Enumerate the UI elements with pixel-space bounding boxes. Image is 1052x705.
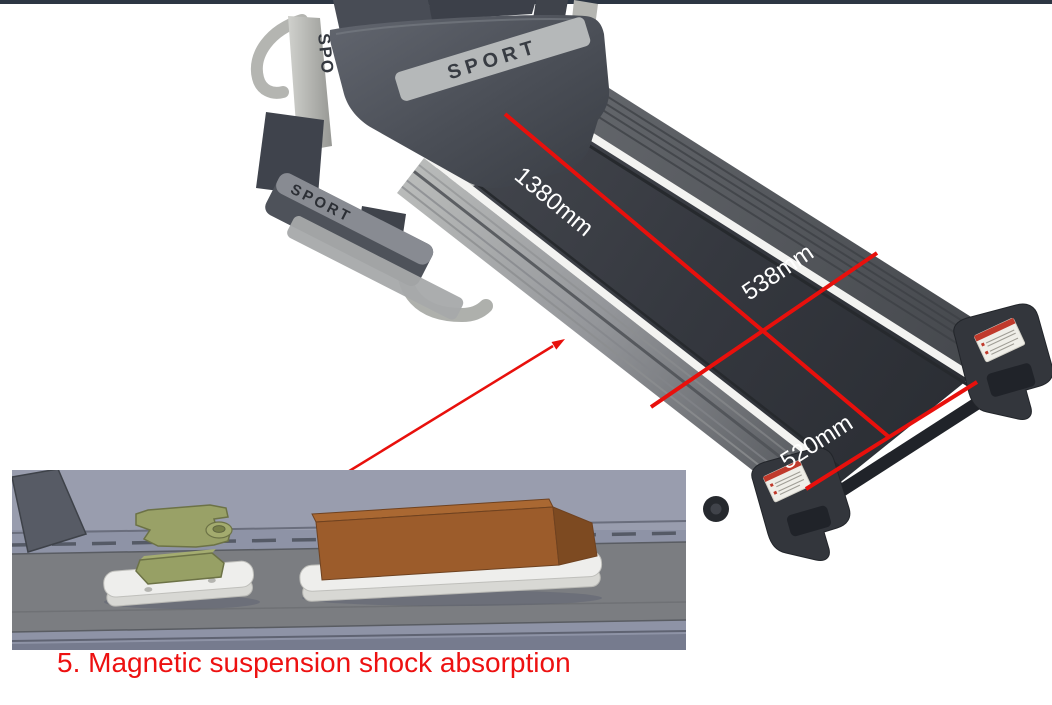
right-rail-accent-strip bbox=[560, 115, 989, 390]
magnet-block bbox=[311, 498, 598, 581]
left-side-rail bbox=[397, 158, 833, 512]
left-rail-accent-strip bbox=[424, 151, 838, 477]
rail-rib bbox=[581, 87, 1007, 358]
rail-rib bbox=[401, 185, 812, 507]
rail-rib bbox=[585, 81, 1011, 352]
inset-corner-part bbox=[12, 470, 88, 553]
dimension-line-width-rear bbox=[804, 380, 979, 491]
mast-base bbox=[256, 112, 324, 196]
inset-lower-band bbox=[12, 634, 686, 650]
rail-groove bbox=[413, 170, 824, 492]
screw-hole bbox=[207, 578, 216, 583]
right-rail-groove bbox=[557, 124, 983, 396]
handrail-loop bbox=[250, 14, 308, 99]
treadmill-photo: SPO bbox=[250, 0, 1052, 561]
inset-frame-edge bbox=[12, 619, 686, 633]
left-rail-groove bbox=[430, 147, 842, 469]
transport-wheel bbox=[703, 496, 729, 522]
rear-roller-edge bbox=[812, 381, 1008, 512]
inset-panel bbox=[12, 470, 686, 650]
inset-frame-groove bbox=[12, 601, 686, 613]
inset-caption: 5. Magnetic suspension shock absorption bbox=[57, 647, 571, 678]
dimension-line-width-mid bbox=[649, 251, 879, 409]
rail-rib bbox=[573, 100, 999, 371]
side-sill: SPORT bbox=[265, 173, 434, 286]
magnet-bracket-bottom bbox=[135, 549, 225, 585]
dimension-line-length bbox=[503, 112, 891, 439]
hood-highlight bbox=[335, 17, 583, 35]
console-fragment bbox=[428, 0, 536, 20]
rail-rib bbox=[406, 179, 817, 501]
running-deck bbox=[397, 76, 1052, 561]
inset-frame-edge bbox=[12, 630, 686, 642]
end-cap-recess bbox=[786, 505, 832, 537]
callout-arrow bbox=[345, 339, 565, 475]
rear-end-cap-right bbox=[953, 303, 1052, 420]
magnet-bracket-top bbox=[135, 504, 233, 548]
warning-sticker-left bbox=[763, 460, 811, 503]
rail-rib bbox=[577, 93, 1003, 364]
warning-sticker-right bbox=[974, 317, 1026, 363]
magnet-boss-hole bbox=[212, 525, 226, 533]
side-step bbox=[287, 216, 464, 320]
end-cap-recess bbox=[986, 363, 1036, 397]
screw-hole bbox=[144, 587, 153, 592]
arrowhead bbox=[551, 339, 565, 350]
rail-rib bbox=[418, 164, 829, 485]
running-belt bbox=[400, 78, 1012, 510]
right-side-rail bbox=[565, 76, 1014, 383]
